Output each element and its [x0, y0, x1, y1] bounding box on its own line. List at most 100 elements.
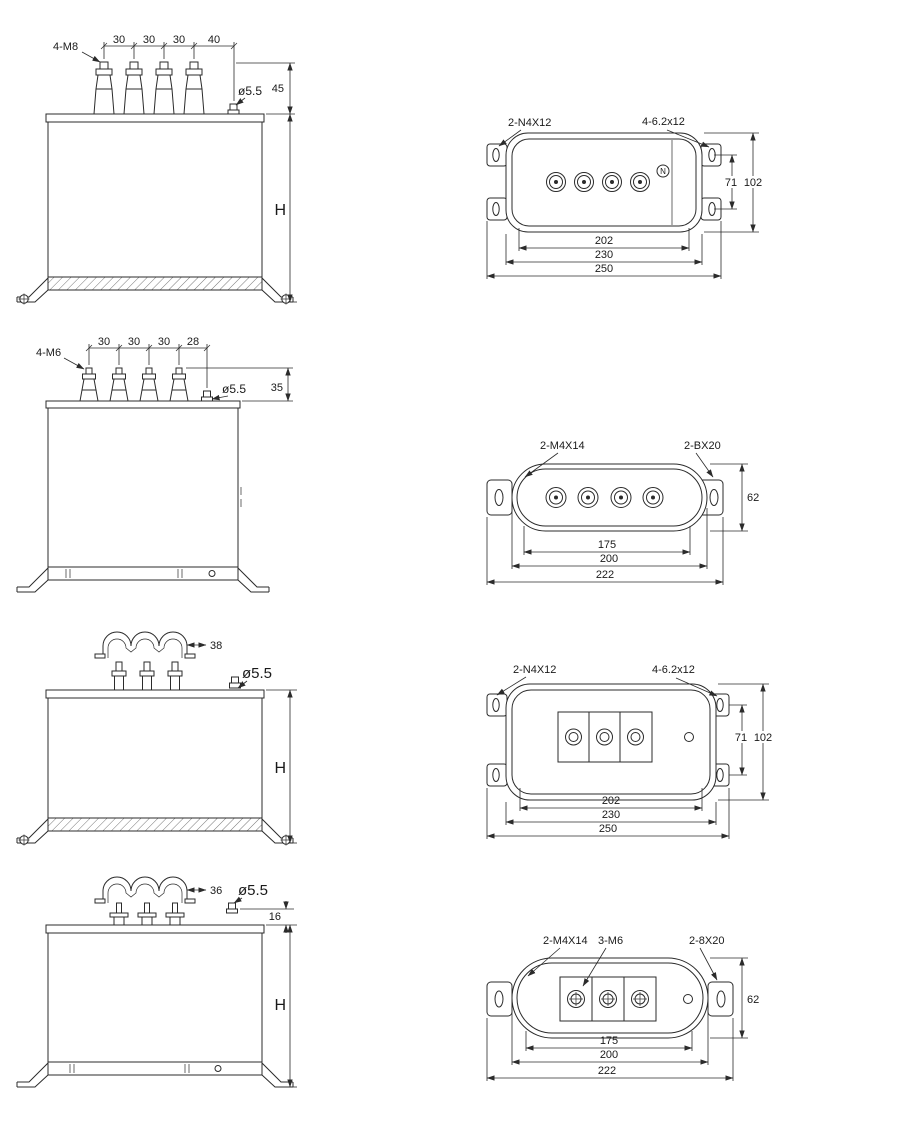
- lid-offset-dimension: 16: [240, 901, 294, 933]
- terminal-stud: [139, 661, 155, 691]
- height-label: H: [274, 760, 286, 777]
- mount-screw-label: 2-M4X14: [540, 440, 585, 452]
- mounting-bracket: [16, 276, 294, 305]
- terminal-callout: 4-M8: [53, 41, 101, 63]
- mount-screw-callout: 2-N4X12: [498, 117, 551, 147]
- earth-stud: [229, 676, 241, 689]
- width-label: 200: [600, 553, 618, 565]
- terminal-block: [557, 711, 653, 763]
- width-label: 200: [600, 1049, 618, 1061]
- pitch-dim-label: 30: [98, 336, 110, 348]
- block-screw-label: 3-M6: [598, 935, 623, 947]
- pitch-dim-label: 30: [173, 34, 185, 46]
- terminal-bushing: [139, 367, 159, 402]
- stud-callout: ø5.5: [211, 382, 246, 401]
- right-dimensions: 62: [710, 957, 759, 1039]
- terminal-top: [610, 487, 632, 508]
- pitch-dim-label: 30: [158, 336, 170, 348]
- slot-size-label: 4-6.2x12: [652, 664, 695, 676]
- overall-depth-label: 102: [754, 732, 772, 744]
- terminal-height-label: 45: [272, 83, 284, 95]
- terminal-top: [602, 172, 622, 192]
- neutral-label: N: [660, 167, 666, 176]
- width-label: 175: [600, 1035, 618, 1047]
- stud-diameter-label: ø5.5: [238, 882, 268, 899]
- terminal-bushing: [93, 61, 115, 115]
- mount-screw-callout: 2-M4X14: [524, 440, 585, 478]
- cover-dim-label: 38: [210, 640, 222, 652]
- terminal-stud: [167, 661, 183, 691]
- stud-diameter-label: ø5.5: [222, 382, 246, 396]
- width-label: 230: [602, 809, 620, 821]
- hole-span-label: 71: [725, 177, 737, 189]
- width-dimensions: 202 230 250: [486, 221, 722, 279]
- depth-label: 62: [747, 994, 759, 1006]
- row3-top-view: 2-N4X12 4-6.2x12 71 102 202 230 250: [486, 664, 775, 839]
- slot-callout: 2-8X20: [689, 935, 724, 981]
- stud-diameter-label: ø5.5: [242, 665, 272, 682]
- block-screw-callout: 3-M6: [582, 935, 623, 987]
- terminal-height-label: 35: [271, 382, 283, 394]
- terminal-cover: [94, 876, 196, 904]
- terminal-stud: [111, 661, 127, 691]
- capacitor-body: [45, 113, 265, 278]
- terminal-stud: [165, 902, 185, 926]
- pitch-dimension: 30 30 30 28: [85, 336, 211, 388]
- mounting-bracket: [16, 817, 294, 846]
- terminal-bushing: [123, 61, 145, 115]
- earth-stud: [226, 902, 238, 914]
- terminal-height-dimension: 45: [236, 62, 295, 115]
- mount-screw-callout: 2-M4X14: [527, 935, 588, 977]
- pitch-dimension: 30 30 30 40: [100, 34, 238, 101]
- width-label: 175: [598, 539, 616, 551]
- row4-top-view: 2-M4X14 3-M6 2-8X20 62 175 200 222: [486, 935, 759, 1081]
- height-label: H: [274, 202, 286, 219]
- cover-dimension: 38: [186, 640, 222, 652]
- terminal-stud: [137, 902, 157, 926]
- mounting-hole-icon: [18, 834, 30, 846]
- terminal-top: [577, 487, 599, 508]
- right-dimensions: 71 102: [704, 132, 765, 233]
- terminal-callout: 4-M6: [36, 347, 85, 370]
- earth-stud-top: [684, 732, 694, 742]
- earth-stud: [227, 103, 240, 115]
- row2-front-view: 30 30 30 28 4-M6 ø5.5 35: [16, 336, 293, 593]
- slot-callout: 4-6.2x12: [652, 664, 718, 697]
- terminal-bushing: [183, 61, 205, 115]
- stud-callout: ø5.5: [235, 84, 262, 106]
- width-label: 250: [599, 823, 617, 835]
- overall-height-dimension: H: [274, 113, 297, 303]
- mounting-hole-icon: [18, 293, 30, 305]
- capacitor-top-body: [505, 132, 703, 233]
- cover-dimension: 36: [186, 885, 222, 897]
- overall-height-dimension: H: [266, 689, 297, 844]
- stud-diameter-label: ø5.5: [238, 84, 262, 98]
- capacitor-body: [45, 400, 241, 568]
- row4-front-view: 36 ø5.5 16 H: [16, 876, 297, 1088]
- width-label: 222: [596, 569, 614, 581]
- slot-size-label: 2-BX20: [684, 440, 721, 452]
- height-label: H: [274, 997, 286, 1014]
- terminal-thread-label: 4-M6: [36, 347, 61, 359]
- capacitor-body: [45, 689, 265, 819]
- terminal-bushing: [79, 367, 99, 402]
- depth-label: 62: [747, 492, 759, 504]
- cover-dim-label: 36: [210, 885, 222, 897]
- mount-screw-label: 2-M4X14: [543, 935, 588, 947]
- overall-height-dimension: H: [266, 924, 297, 1088]
- row2-top-view: 2-M4X14 2-BX20 62 175 200 222: [486, 440, 759, 585]
- lid-offset-label: 16: [269, 911, 281, 923]
- overall-depth-label: 102: [744, 177, 762, 189]
- slot-size-label: 4-6.2x12: [642, 116, 685, 128]
- pitch-dim-label: 40: [208, 34, 220, 46]
- mounting-bracket: [16, 566, 270, 593]
- mounting-tabs: [486, 981, 734, 1017]
- terminal-block: [559, 976, 657, 1022]
- terminal-bushing: [153, 61, 175, 115]
- row1-top-view: N 2-N4X12 4-6.2x12 71 102 202 230 250: [486, 116, 765, 279]
- mounting-tabs: [486, 143, 722, 221]
- neutral-marker: N: [656, 164, 670, 178]
- width-dimensions: 175 200 222: [486, 1005, 734, 1081]
